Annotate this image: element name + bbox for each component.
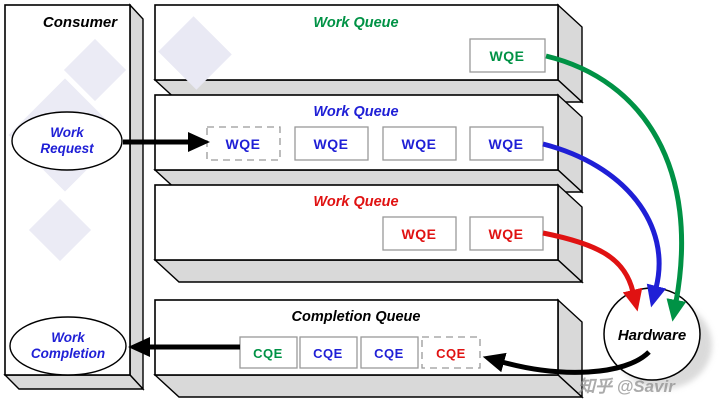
work-queue-3: Work Queue WQE WQE (153, 183, 584, 284)
queue1-watermark-shape (158, 16, 232, 90)
arrows (123, 53, 687, 375)
queue2-wqe-box-dashed (206, 126, 281, 161)
hardware-to-cqe-arrow (482, 350, 651, 375)
work-completion-label-line1: Work (51, 330, 86, 345)
cq-title: Completion Queue (292, 309, 421, 325)
hardware-node: Hardware (603, 287, 712, 389)
cqe-label: CQE (436, 346, 466, 361)
green-wqe-to-hardware-arrow (545, 53, 687, 322)
completion-queue: Completion Queue CQE CQE CQE CQE (153, 298, 584, 399)
cqe-box (360, 336, 419, 369)
queue3-bottom-face (153, 259, 584, 283)
work-request-label-line2: Request (40, 141, 94, 156)
consumer-bottom-face (3, 374, 145, 390)
queue2-wqe-label: WQE (226, 136, 261, 152)
queue2-wqe-label: WQE (402, 136, 437, 152)
cqe-box (299, 336, 358, 369)
site-watermark: 知乎 @Savir (577, 377, 676, 396)
consumer-title: Consumer (43, 14, 118, 31)
red-wqe-to-hardware-arrow (542, 230, 643, 312)
queue3-wqe-label: WQE (489, 226, 524, 242)
cqe-label: CQE (253, 346, 283, 361)
cqe-label: CQE (374, 346, 404, 361)
work-queue-1: Work Queue WQE (153, 3, 584, 104)
cqe-label: CQE (313, 346, 343, 361)
cq-bottom-face (153, 374, 584, 398)
queue3-title: Work Queue (313, 194, 398, 210)
work-request-bubble: Work Request (11, 111, 123, 171)
queue1-wqe-box (469, 38, 546, 73)
queue3-wqe-box (382, 216, 457, 251)
queue2-wqe-label: WQE (489, 136, 524, 152)
queue1-wqe-label: WQE (490, 48, 525, 64)
queue2-wqe-box (382, 126, 457, 161)
queue3-wqe-label: WQE (402, 226, 437, 242)
cqe-box (239, 336, 298, 369)
queue2-title: Work Queue (313, 104, 398, 120)
work-queue-2: Work Queue WQE WQE WQE WQE (153, 93, 584, 194)
hardware-label: Hardware (618, 327, 686, 344)
consumer-side-face (129, 3, 144, 391)
work-request-label-line1: Work (50, 125, 85, 140)
queue2-wqe-box (469, 126, 544, 161)
queue2-wqe-label: WQE (314, 136, 349, 152)
blue-wqe-to-hardware-arrow (542, 141, 667, 308)
queue1-title: Work Queue (313, 15, 398, 31)
work-completion-bubble: Work Completion (9, 316, 127, 376)
queue2-wqe-box (294, 126, 369, 161)
cqe-box-dashed (421, 336, 481, 369)
work-completion-label-line2: Completion (31, 346, 105, 361)
